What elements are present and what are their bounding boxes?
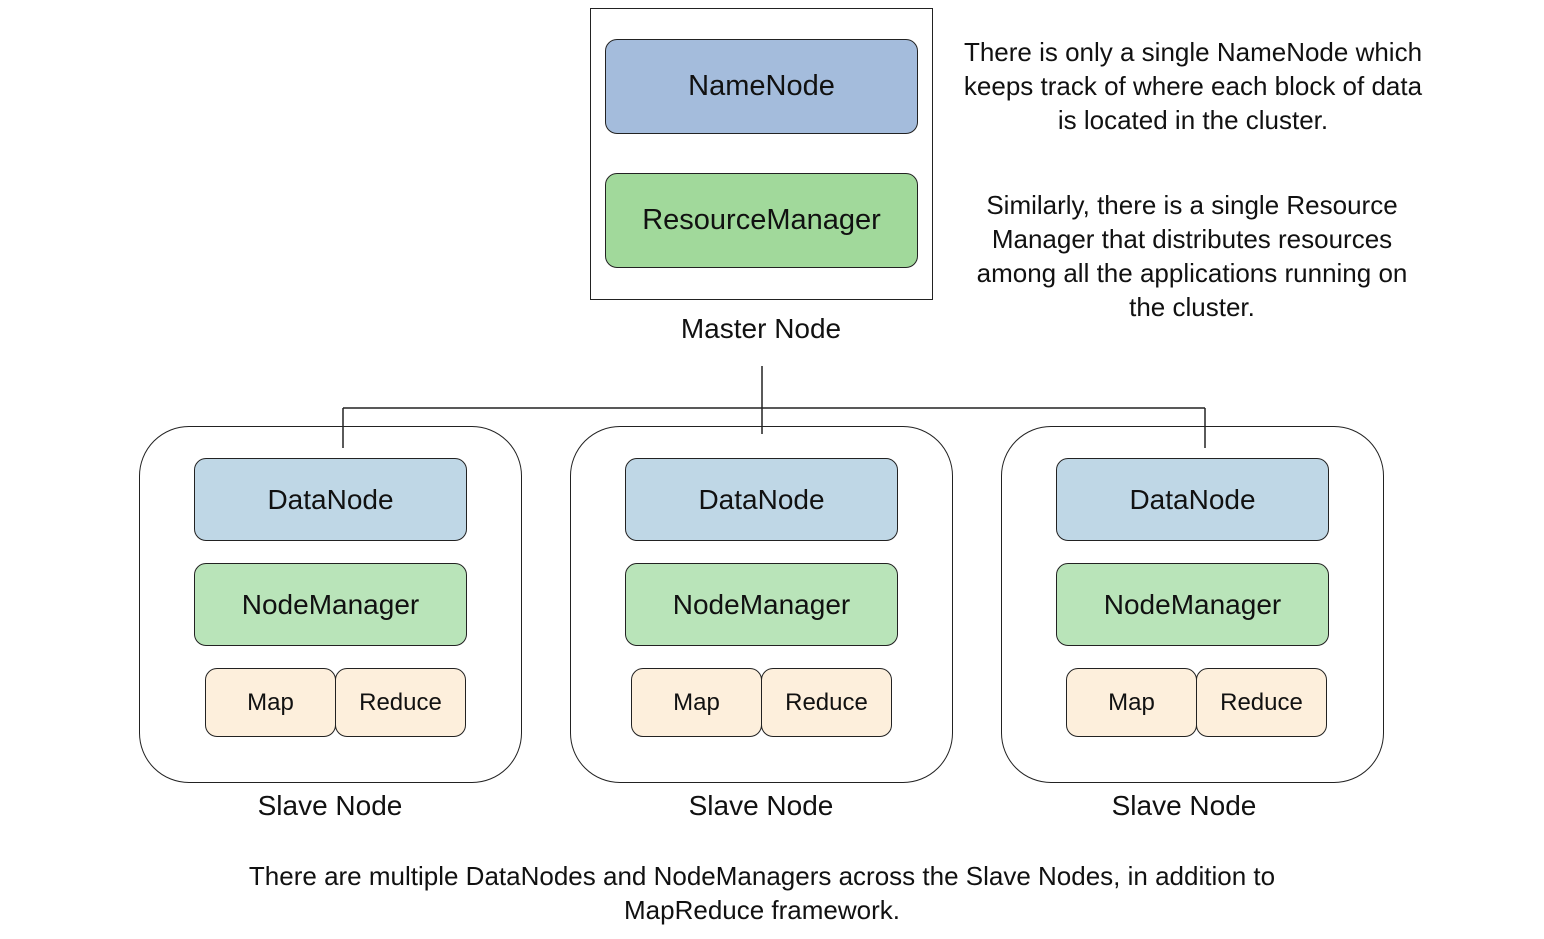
map-label: Map (247, 688, 294, 716)
reduce-label: Reduce (359, 688, 442, 716)
reduce-box: Reduce (335, 668, 466, 737)
namenode-label: NameNode (688, 70, 835, 102)
slave-node-frame (139, 426, 522, 783)
datanode-box: DataNode (194, 458, 467, 541)
datanode-box: DataNode (625, 458, 898, 541)
slave-node-frame (570, 426, 953, 783)
reduce-label: Reduce (785, 688, 868, 716)
nodemanager-label: NodeManager (672, 588, 851, 620)
nodemanager-box: NodeManager (625, 563, 898, 646)
resourcemanager-note: Similarly, there is a single Resource Ma… (976, 190, 1408, 322)
reduce-label: Reduce (1220, 688, 1303, 716)
footer-note-line-2: MapReduce framework. (624, 895, 900, 925)
nodemanager-label: NodeManager (241, 588, 420, 620)
map-box: Map (1066, 668, 1197, 737)
resourcemanager-label: ResourceManager (642, 204, 881, 236)
resourcemanager-box: ResourceManager (605, 173, 918, 268)
nodemanager-box: NodeManager (194, 563, 467, 646)
slave-node-caption: Slave Node (1111, 790, 1257, 821)
master-node-frame (590, 8, 933, 300)
datanode-box: DataNode (1056, 458, 1329, 541)
map-box: Map (631, 668, 762, 737)
map-box: Map (205, 668, 336, 737)
map-label: Map (673, 688, 720, 716)
datanode-label: DataNode (698, 483, 825, 515)
footer-note-line-1: There are multiple DataNodes and NodeMan… (248, 861, 1276, 891)
namenode-note: There is only a single NameNode which ke… (963, 37, 1423, 135)
datanode-label: DataNode (267, 483, 394, 515)
datanode-label: DataNode (1129, 483, 1256, 515)
reduce-box: Reduce (761, 668, 892, 737)
namenode-box: NameNode (605, 39, 918, 134)
slave-node-caption: Slave Node (257, 790, 403, 821)
master-node-caption: Master Node (680, 313, 842, 344)
nodemanager-box: NodeManager (1056, 563, 1329, 646)
nodemanager-label: NodeManager (1103, 588, 1282, 620)
reduce-box: Reduce (1196, 668, 1327, 737)
map-label: Map (1108, 688, 1155, 716)
slave-node-caption: Slave Node (688, 790, 834, 821)
slave-node-frame (1001, 426, 1384, 783)
